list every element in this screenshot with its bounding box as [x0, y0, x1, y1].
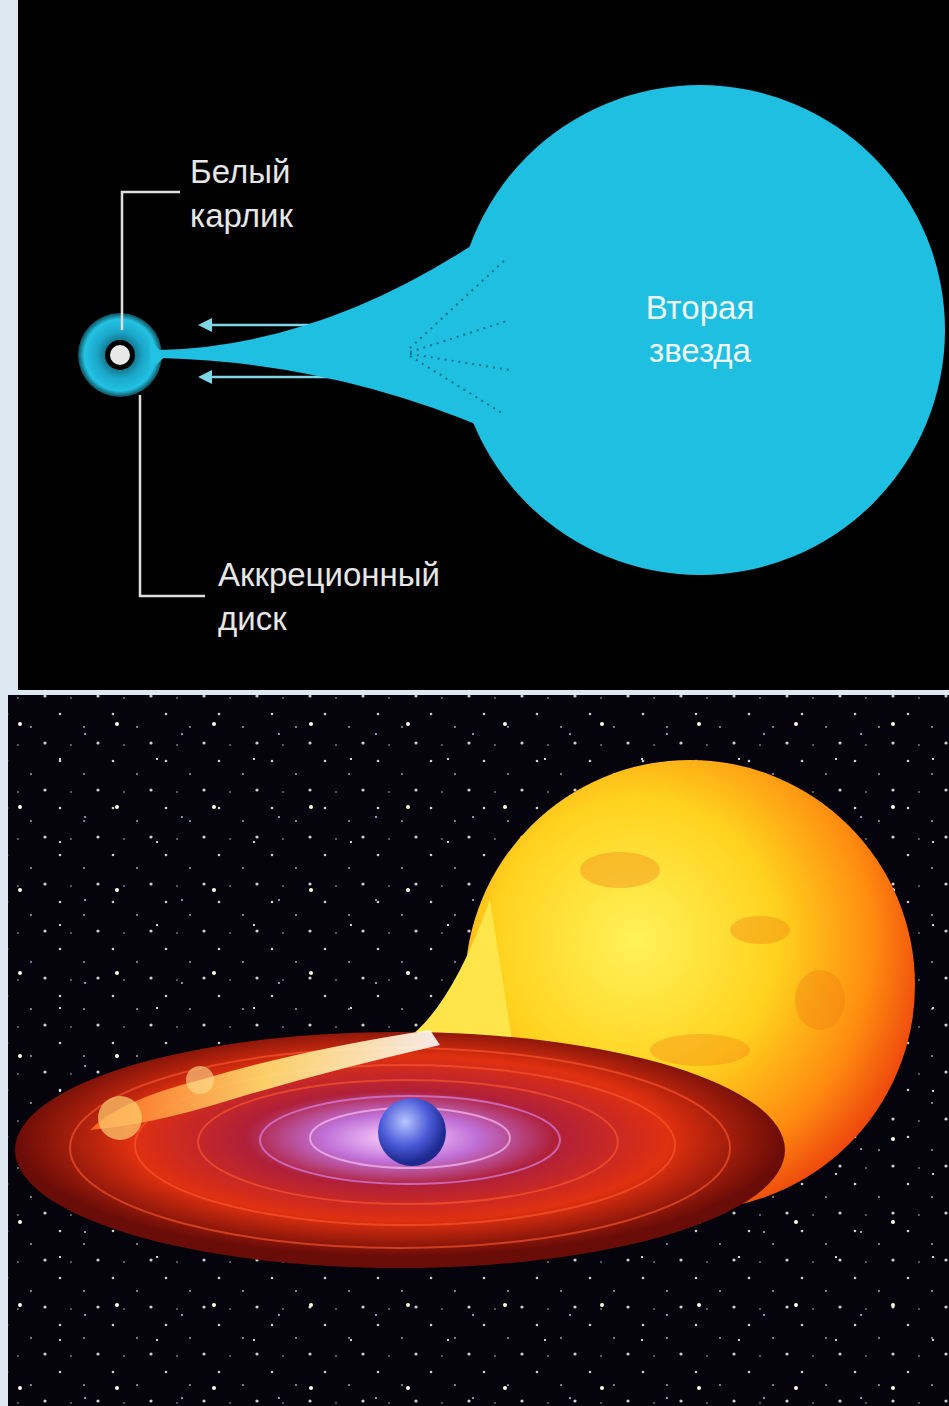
star-spots [580, 852, 845, 1066]
accretion-disk [15, 1032, 785, 1268]
callout-label: Аккреционный диск [218, 553, 498, 640]
hot-spot [98, 1096, 142, 1140]
star-stream [160, 240, 490, 430]
leader-lines [122, 192, 205, 596]
disk-rings [70, 1048, 730, 1248]
hot-spot [186, 1066, 214, 1094]
star-label: Вторая звезда [615, 287, 785, 373]
dwarf-rim [105, 340, 135, 370]
callout-label: Белый карлик [190, 150, 340, 237]
accretion-disk [78, 313, 162, 397]
star-field [8, 695, 949, 1406]
star-shape: Вторая звезда [160, 70, 949, 595]
white-dwarf [378, 1098, 446, 1166]
space-background [8, 695, 949, 1406]
star-body [455, 85, 945, 575]
star-field [8, 695, 949, 1406]
star-outline [160, 70, 949, 595]
flow-lines [410, 260, 510, 415]
white-dwarf [110, 345, 130, 365]
panel-background [18, 0, 949, 690]
